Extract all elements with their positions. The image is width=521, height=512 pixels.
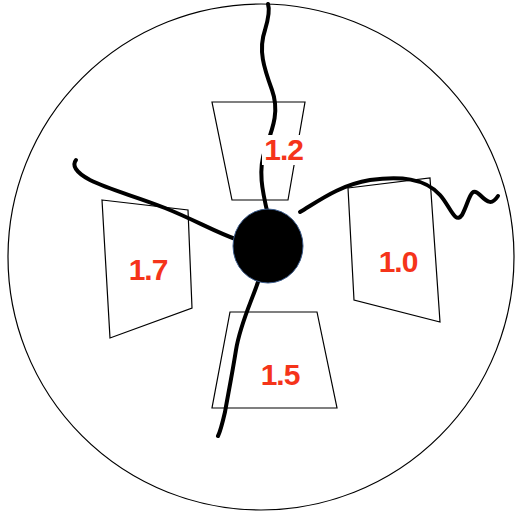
trapezoid-shape: [102, 200, 192, 338]
strand-bottom: [218, 282, 258, 436]
value-label: 1.2: [262, 135, 305, 165]
center-dot: [233, 209, 303, 283]
trapezoid-fill: [212, 312, 337, 408]
strand-left: [74, 160, 238, 240]
trapezoid-shape: [212, 102, 305, 200]
strand-top: [261, 4, 275, 215]
wavy-strands: [74, 4, 498, 436]
outer-circle: [8, 4, 514, 510]
trapezoid-fill: [348, 178, 440, 322]
trapezoid-fill: [102, 200, 192, 338]
trapezoid-region: 1.0: [346, 176, 442, 324]
trapezoid-region: 1.7: [100, 198, 194, 340]
value-label: 1.0: [377, 247, 420, 277]
trapezoid-fill: [212, 102, 305, 200]
trapezoid-shape: [212, 312, 337, 408]
trapezoid-region: 1.2: [212, 100, 307, 202]
trapezoid-region: 1.5: [210, 310, 339, 410]
trapezoid-shape: [348, 178, 440, 322]
strand-right: [300, 178, 498, 218]
value-label: 1.5: [259, 360, 302, 390]
value-label: 1.7: [127, 255, 170, 285]
